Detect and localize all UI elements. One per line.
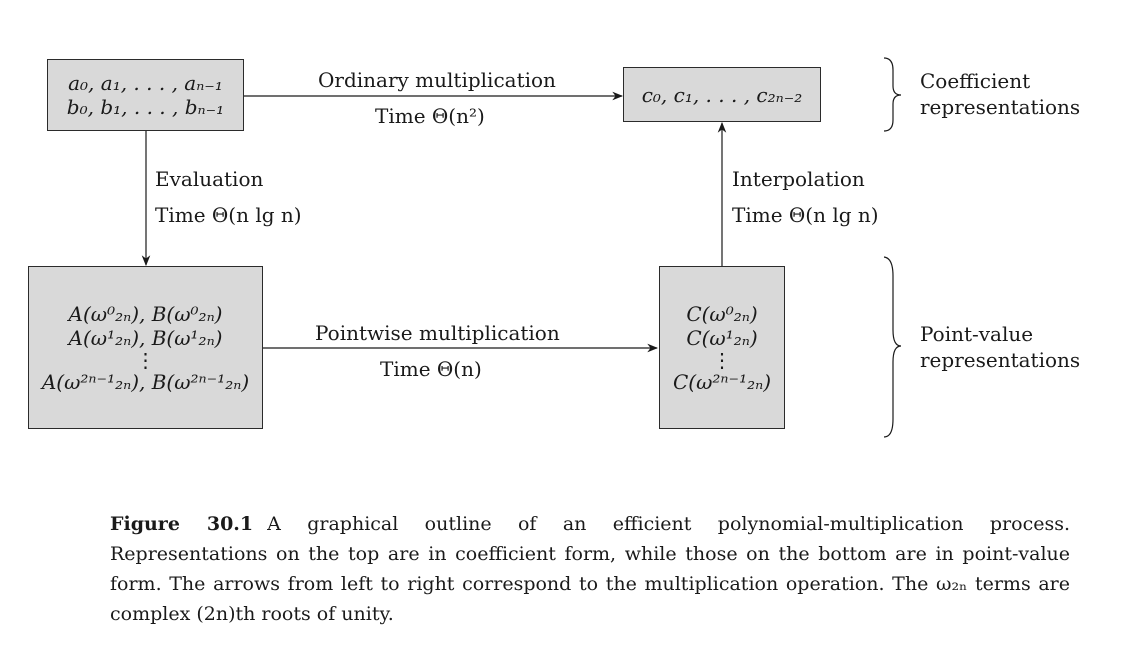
- vertical-ellipsis: ⋮: [135, 347, 156, 372]
- label-evaluation-time: Time Θ(n lg n): [155, 203, 302, 227]
- label-point-value-representations: Point-value representations: [920, 322, 1081, 372]
- point-value-row-last: A(ω²ⁿ⁻¹₂ₙ), B(ω²ⁿ⁻¹₂ₙ): [41, 369, 250, 394]
- caption-text: A graphical outline of an efficient poly…: [110, 513, 1070, 625]
- label-ordinary-multiplication: Ordinary multiplication: [318, 68, 556, 92]
- figure-number: Figure 30.1: [110, 513, 254, 535]
- product-value-row-last: C(ω²ⁿ⁻¹₂ₙ): [672, 369, 772, 394]
- label-interpolation-time: Time Θ(n lg n): [732, 203, 879, 227]
- label-coefficient-representations: Coefficient representations: [920, 69, 1081, 119]
- point-value-row-0: A(ω⁰₂ₙ), B(ω⁰₂ₙ): [68, 301, 223, 326]
- label-pointwise-multiplication: Pointwise multiplication: [315, 321, 560, 345]
- coefficients-b: b₀, b₁, . . . , bₙ₋₁: [66, 95, 225, 119]
- coefficients-c: c₀, c₁, . . . , c₂ₙ₋₂: [641, 82, 803, 107]
- point-value-output-box: C(ω⁰₂ₙ) C(ω¹₂ₙ) ⋮ C(ω²ⁿ⁻¹₂ₙ): [659, 266, 785, 429]
- label-ordinary-time: Time Θ(n²): [375, 104, 485, 128]
- label-evaluation: Evaluation: [155, 167, 264, 191]
- brace-coefficient: [883, 57, 902, 132]
- label-interpolation: Interpolation: [732, 167, 865, 191]
- product-value-row-1: C(ω¹₂ₙ): [686, 325, 758, 350]
- brace-point-value: [883, 256, 902, 438]
- coefficient-input-box: a₀, a₁, . . . , aₙ₋₁ b₀, b₁, . . . , bₙ₋…: [47, 59, 244, 131]
- vertical-ellipsis: ⋮: [712, 347, 732, 372]
- point-value-input-box: A(ω⁰₂ₙ), B(ω⁰₂ₙ) A(ω¹₂ₙ), B(ω¹₂ₙ) ⋮ A(ω²…: [28, 266, 263, 429]
- label-pointwise-time: Time Θ(n): [380, 357, 482, 381]
- point-value-row-1: A(ω¹₂ₙ), B(ω¹₂ₙ): [68, 325, 223, 350]
- coefficients-a: a₀, a₁, . . . , aₙ₋₁: [68, 71, 223, 95]
- product-value-row-0: C(ω⁰₂ₙ): [686, 301, 758, 326]
- coefficient-output-box: c₀, c₁, . . . , c₂ₙ₋₂: [623, 67, 821, 122]
